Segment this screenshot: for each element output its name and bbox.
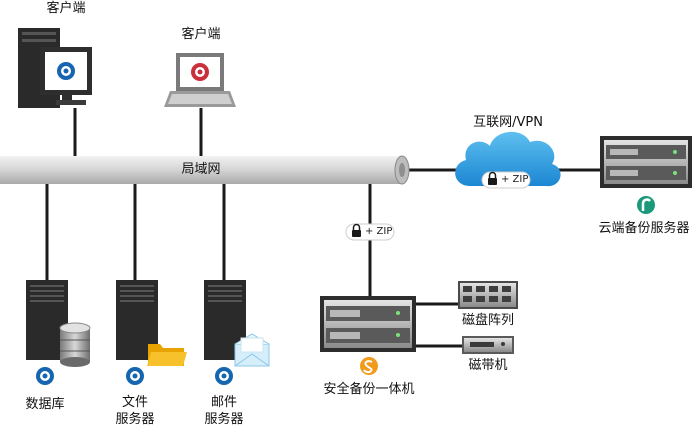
- tower-server-icon: [26, 280, 68, 360]
- file-server-label-line2: 服务器: [115, 412, 155, 427]
- tape-drive-label: 磁带机: [468, 358, 508, 373]
- cloud-zip-text: + ZIP: [501, 174, 529, 185]
- database-label: 数据库: [25, 397, 65, 412]
- lock-icon: [488, 171, 497, 185]
- cloud-backup-logo-icon: [637, 196, 655, 214]
- folder-icon: [147, 344, 187, 366]
- internet-label: 互联网/VPN: [473, 115, 543, 130]
- tape-drive-icon: [462, 336, 514, 354]
- lock-icon: [352, 223, 361, 237]
- desktop-client-label: 客户端: [46, 1, 86, 16]
- backup-appliance-icon: [320, 296, 416, 352]
- rack-server-icon: [600, 136, 692, 188]
- file-server-label-line1: 文件: [121, 395, 149, 410]
- database-cylinder-icon: [59, 322, 91, 367]
- cloud-icon: [455, 131, 561, 187]
- lan-zip-text: + ZIP: [365, 226, 393, 237]
- desktop-computer-icon: [18, 28, 92, 108]
- mail-server-logo-icon: [215, 367, 233, 385]
- appliance-label: 安全备份一体机: [323, 382, 415, 397]
- disk-array-icon: [458, 281, 518, 309]
- mail-server-label-line2: 服务器: [204, 412, 244, 427]
- cloud-server-label: 云端备份服务器: [598, 221, 690, 236]
- appliance-logo-icon: [360, 357, 378, 375]
- database-logo-icon: [36, 367, 54, 385]
- lan-label: 局域网: [181, 162, 221, 177]
- mail-server-label-line1: 邮件: [210, 395, 238, 410]
- lock-zip-badge-cloud: [481, 171, 531, 189]
- laptop-icon: [164, 53, 236, 107]
- disk-array-label: 磁盘阵列: [461, 313, 515, 328]
- tower-server-icon: [116, 280, 158, 360]
- file-server-logo-icon: [126, 367, 144, 385]
- laptop-client-label: 客户端: [181, 27, 221, 42]
- envelope-icon: [234, 333, 270, 367]
- lock-zip-badge-lan: [345, 223, 395, 241]
- lan-pipe: [0, 155, 410, 185]
